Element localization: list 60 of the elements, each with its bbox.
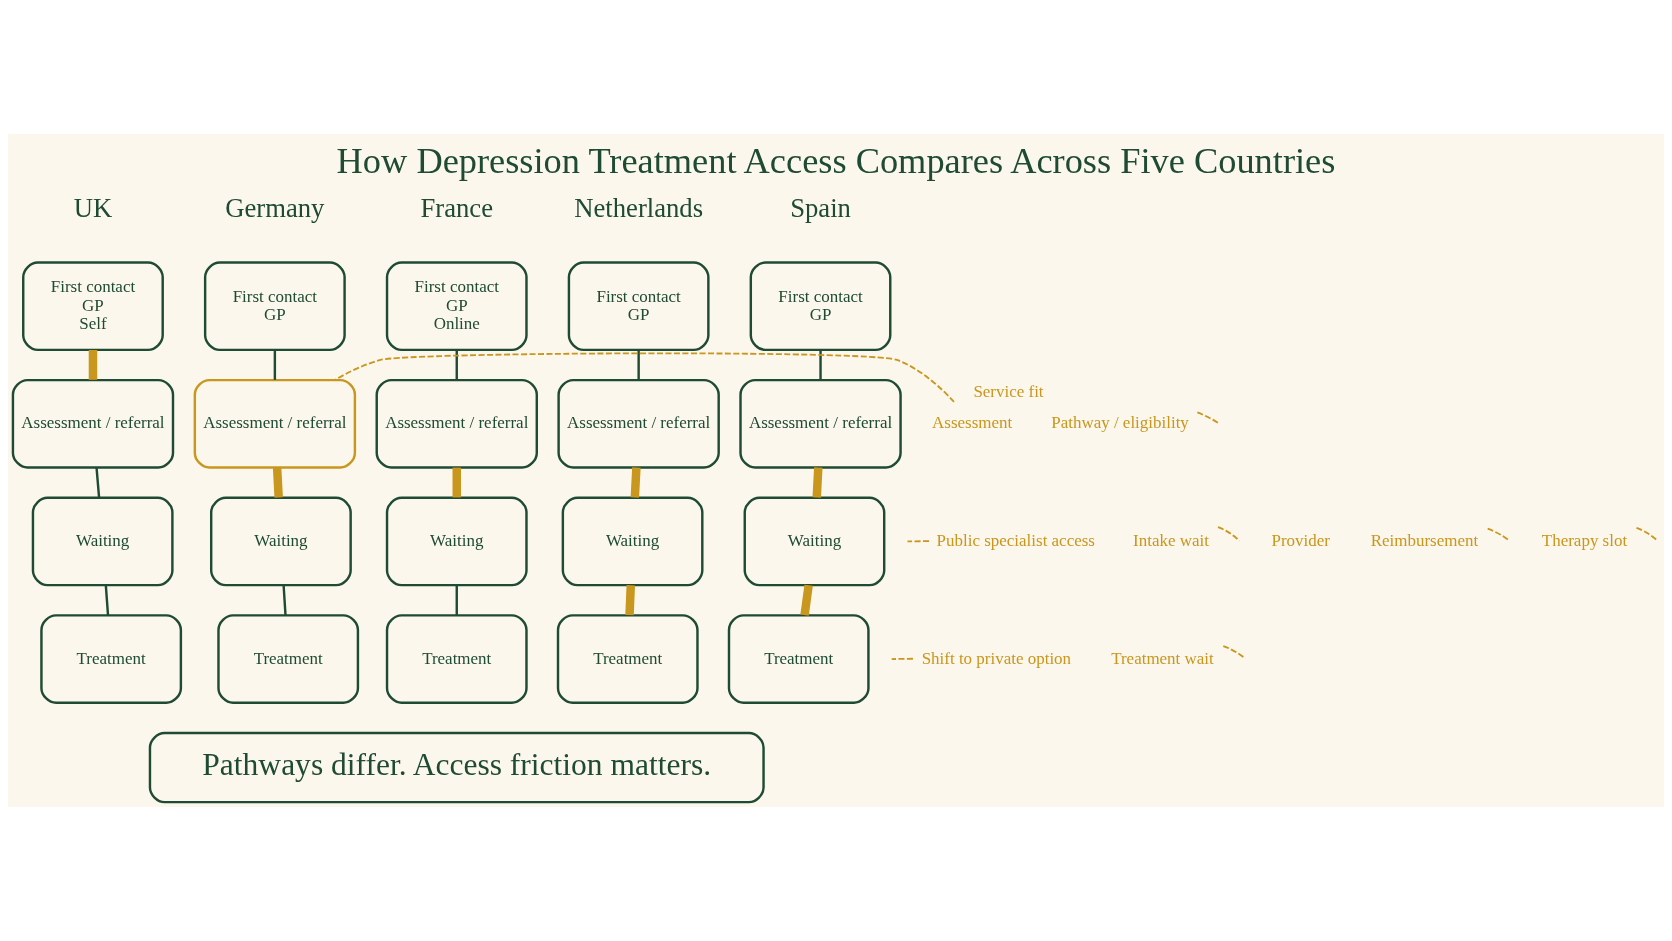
connector	[282, 585, 287, 616]
node-box: Treatment	[556, 614, 699, 704]
node-text: Reimbursement	[1370, 530, 1479, 550]
connector	[88, 349, 98, 380]
connector	[273, 349, 277, 380]
node-box: Waiting	[743, 496, 886, 587]
node-box: First contact GP Online	[385, 261, 528, 352]
node-text: Treatment wait	[1111, 648, 1214, 668]
connector	[1222, 645, 1247, 660]
node-box: Waiting	[385, 496, 528, 587]
connector	[455, 585, 458, 616]
label: Spain	[790, 193, 851, 224]
connector	[452, 467, 461, 498]
connector	[455, 349, 458, 380]
node-text: Intake wait	[1133, 530, 1209, 550]
node-box: Assessment / referral	[739, 378, 902, 469]
connector	[800, 584, 813, 616]
diagram-title: How Depression Treatment Access Compares Across Five Countries	[336, 140, 1336, 181]
connector	[625, 585, 636, 616]
connector	[890, 657, 914, 660]
node-box: First contact GP	[567, 261, 710, 352]
connector	[1196, 411, 1220, 425]
node-box: Treatment	[385, 614, 528, 704]
connector	[95, 467, 101, 498]
label: Provider	[1271, 530, 1330, 550]
node-box: Waiting	[210, 496, 352, 587]
node-box: Treatment	[727, 614, 870, 704]
node-box: Assessment / referral	[11, 378, 175, 469]
node-box: Assessment / referral	[193, 378, 357, 469]
connector	[819, 349, 822, 380]
node-box: Treatment	[40, 614, 183, 704]
connector	[1217, 526, 1241, 542]
label: France	[420, 193, 494, 224]
label: UK	[73, 193, 113, 224]
connector	[812, 467, 823, 498]
node-text: Pathway / eligibility	[1051, 413, 1189, 433]
node-text: Public specialist access	[936, 530, 1095, 550]
node-box: Assessment / referral	[375, 378, 538, 469]
node-box: First contact GP	[749, 261, 892, 352]
node-box: Treatment	[217, 614, 360, 704]
connector	[104, 585, 110, 616]
connector	[272, 467, 283, 498]
connector	[906, 540, 930, 543]
node-text: Therapy slot	[1541, 530, 1628, 550]
node-box: First contact GP Self	[22, 261, 164, 352]
connector	[637, 349, 640, 380]
label: Netherlands	[574, 193, 704, 224]
label: Germany	[225, 193, 325, 224]
connector	[1635, 526, 1659, 542]
connector	[1486, 527, 1511, 542]
connector	[630, 467, 641, 498]
node-text: Shift to private option	[921, 648, 1072, 668]
node-box: Pathways differ. Access friction matters.	[148, 731, 765, 804]
node-text: Assessment	[932, 413, 1013, 433]
node-box: First contact GP	[203, 261, 346, 352]
node-box: Waiting	[561, 496, 704, 587]
node-box: Waiting	[31, 496, 174, 587]
node-label: Service fit	[973, 382, 1044, 402]
node-box: Assessment / referral	[557, 378, 720, 469]
connector	[333, 352, 955, 403]
